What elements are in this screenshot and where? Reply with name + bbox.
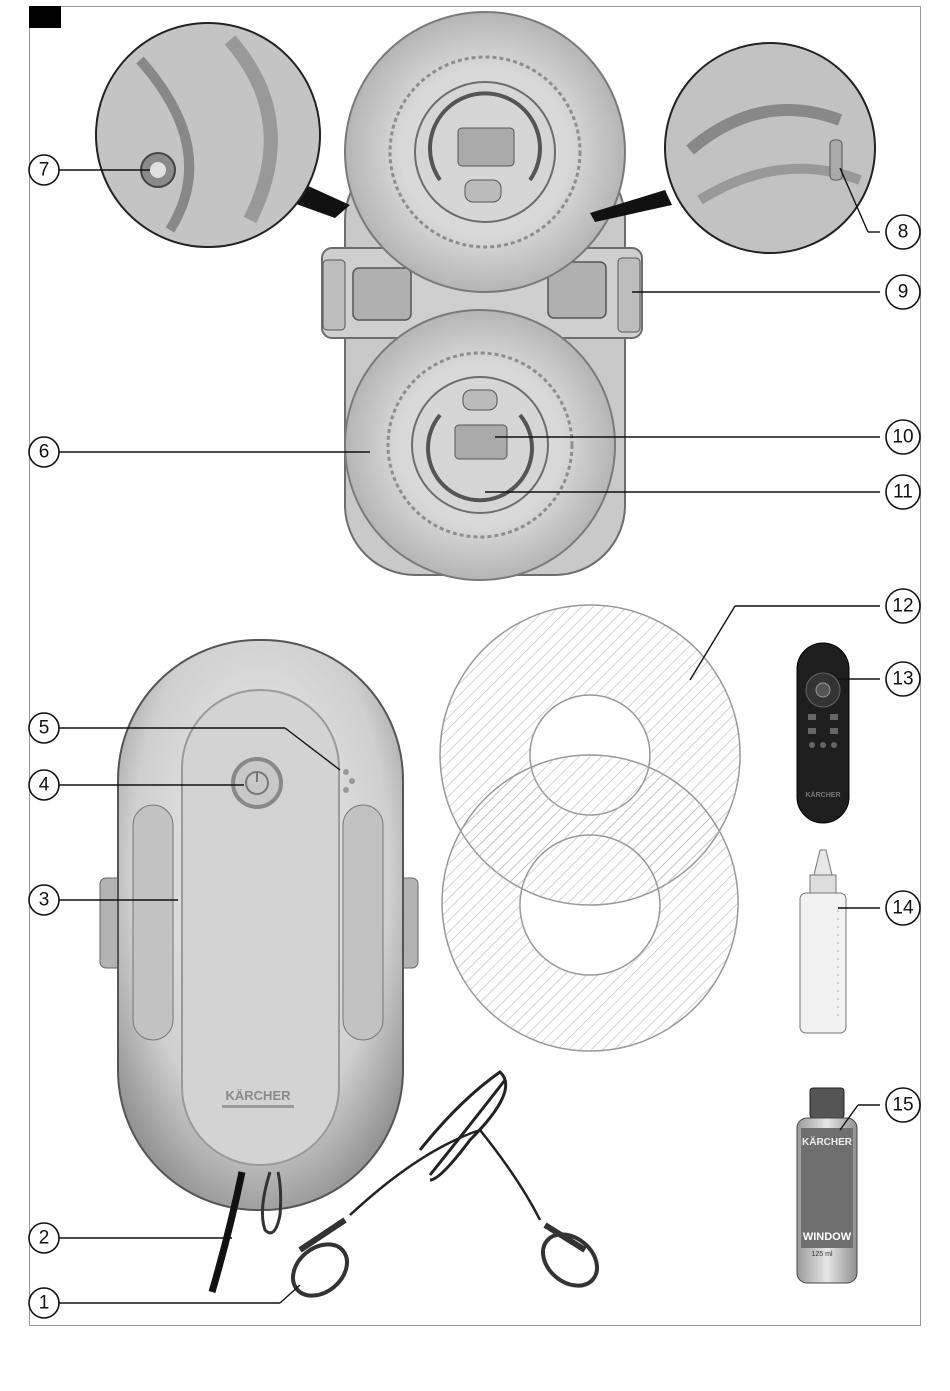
svg-text:7: 7 [39, 160, 50, 181]
detail-zoom-left [96, 23, 350, 247]
callout-2: 2 [29, 1223, 59, 1253]
callout-15: 15 [886, 1088, 920, 1122]
callout-14: 14 [886, 891, 920, 925]
callout-1: 1 [29, 1288, 59, 1318]
svg-text:15: 15 [892, 1095, 913, 1116]
callout-3: 3 [29, 885, 59, 915]
callout-8: 8 [886, 215, 920, 249]
svg-text:1: 1 [39, 1293, 50, 1314]
svg-text:4: 4 [39, 775, 50, 796]
callout-4: 4 [29, 770, 59, 800]
detergent-volume: 125 ml [811, 1251, 832, 1258]
robot-brand-logo: KÄRCHER [226, 1088, 292, 1103]
callout-10: 10 [886, 420, 920, 454]
callout-5: 5 [29, 713, 59, 743]
callout-12: 12 [886, 589, 920, 623]
svg-text:2: 2 [39, 1228, 50, 1249]
callout-9: 9 [886, 275, 920, 309]
callout-7: 7 [29, 155, 59, 185]
svg-text:10: 10 [892, 427, 913, 448]
detergent-brand: KÄRCHER [802, 1135, 853, 1148]
svg-text:5: 5 [39, 718, 50, 739]
empty-bottle [800, 850, 846, 1033]
detergent-product-name: WINDOW [803, 1231, 852, 1243]
remote-control: KÄRCHER [797, 643, 849, 823]
svg-text:14: 14 [892, 898, 914, 919]
detergent-bottle: KÄRCHER WINDOW 125 ml [797, 1088, 857, 1283]
callout-13: 13 [886, 662, 920, 696]
detail-zoom-right [590, 43, 875, 253]
robot-top-view: KÄRCHER [100, 640, 418, 1292]
svg-text:11: 11 [893, 482, 913, 503]
callout-6: 6 [29, 437, 59, 467]
svg-text:12: 12 [892, 596, 913, 617]
svg-text:3: 3 [39, 890, 50, 911]
svg-text:8: 8 [898, 222, 909, 243]
svg-text:9: 9 [898, 282, 909, 303]
svg-text:13: 13 [892, 669, 913, 690]
remote-brand-logo: KÄRCHER [806, 791, 841, 799]
callout-11: 11 [886, 475, 920, 509]
robot-underside [322, 12, 642, 580]
svg-text:6: 6 [39, 442, 50, 463]
